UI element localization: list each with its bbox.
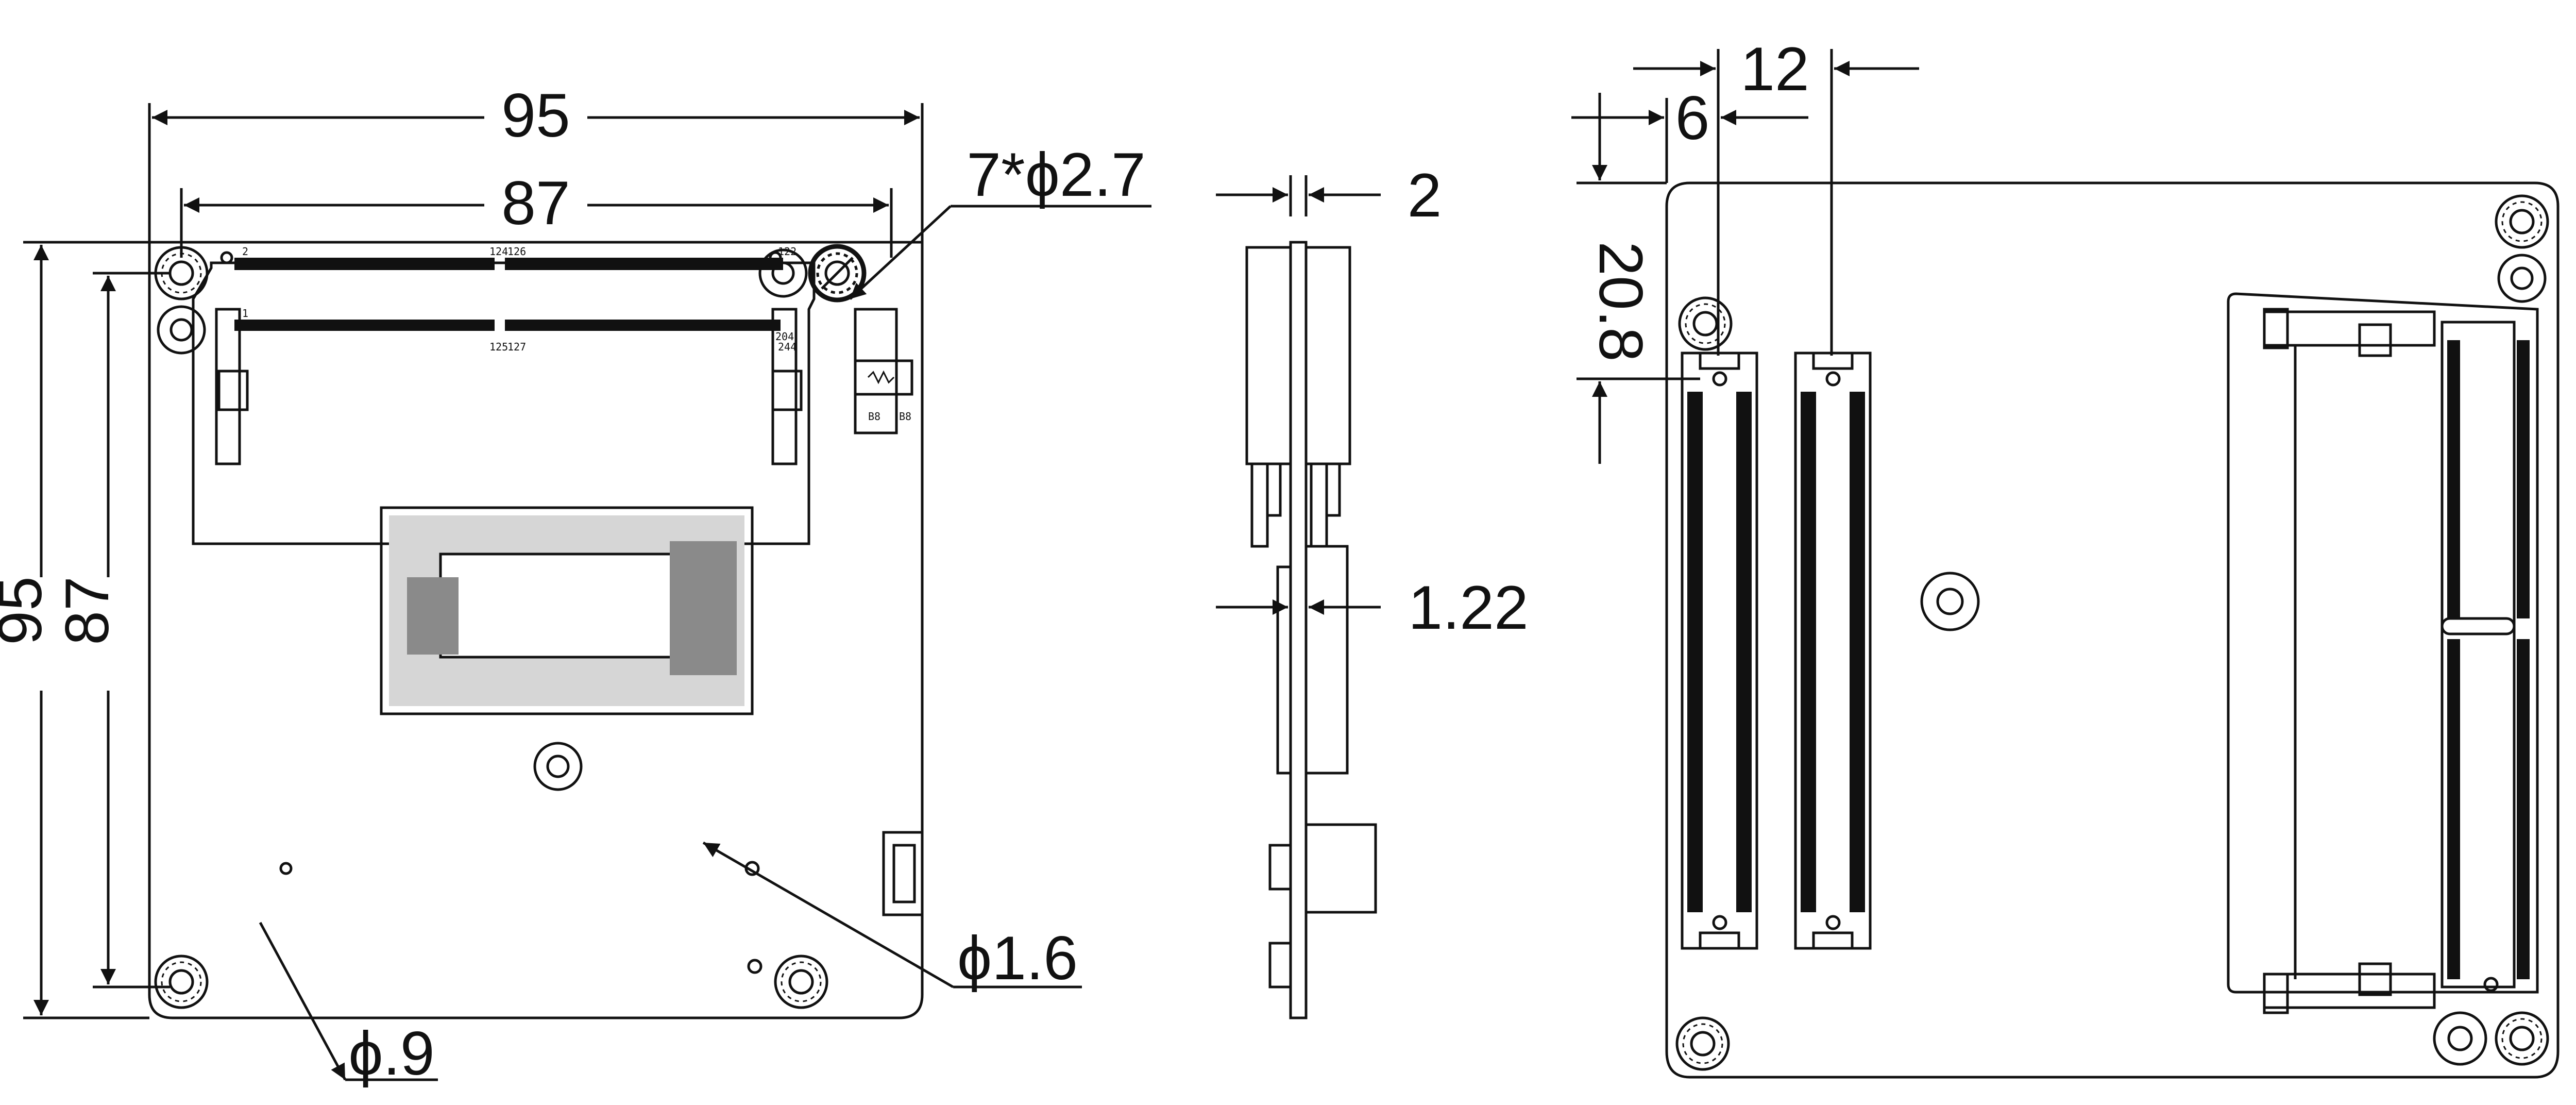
mounting-holes-bottom bbox=[1675, 194, 2549, 1071]
pin-label-127: 127 bbox=[507, 341, 526, 353]
dim-spacing-6-label: 6 bbox=[1675, 83, 1710, 153]
top-view: 95 87 7*ϕ2.7 95 bbox=[0, 81, 1151, 1088]
board-outline-top bbox=[148, 241, 924, 1019]
dim-holes-leader: 7*ϕ2.7 bbox=[849, 140, 1151, 300]
pin-label-204: 204 bbox=[775, 330, 794, 343]
dim-spacing-12-label: 12 bbox=[1740, 35, 1809, 104]
dim-height-95: 95 bbox=[0, 241, 149, 1019]
dim-hole-small-1: ϕ.9 bbox=[259, 922, 438, 1088]
dim-holes-label: 7*ϕ2.7 bbox=[967, 140, 1145, 209]
board-outline-bottom bbox=[1665, 181, 2560, 1079]
pin-label-2: 2 bbox=[242, 245, 248, 258]
pin-label-125: 125 bbox=[489, 341, 508, 353]
dim-thickness-122-label: 1.22 bbox=[1408, 573, 1529, 642]
small-conn-label-b: B8 bbox=[899, 410, 911, 423]
small-connector-top: B8 B8 bbox=[854, 308, 913, 434]
dim-height-87-label: 87 bbox=[53, 576, 122, 645]
dim-thickness-2: 2 bbox=[1216, 161, 1442, 230]
dim-height-87: 87 bbox=[53, 272, 170, 989]
dim-thickness-122: 1.22 bbox=[1216, 573, 1529, 642]
dim-thickness-2-label: 2 bbox=[1408, 161, 1442, 230]
dim-width-95: 95 bbox=[148, 81, 924, 242]
sodimm-socket-bottom bbox=[2227, 292, 2539, 1014]
sodimm-socket-top: 2 1 124 126 122 244 125 127 204 bbox=[192, 245, 816, 545]
dim-hole-small-2-label: ϕ1.6 bbox=[957, 924, 1078, 993]
dim-offset-208-label: 20.8 bbox=[1586, 241, 1655, 362]
dim-width-87-label: 87 bbox=[501, 169, 570, 238]
dim-width-87: 87 bbox=[180, 169, 893, 258]
dim-offset-208: 20.8 bbox=[1577, 93, 1700, 464]
pin-label-122: 122 bbox=[778, 245, 796, 258]
small-conn-label-a: B8 bbox=[868, 410, 880, 423]
pin-label-126: 126 bbox=[507, 245, 526, 258]
dim-width-95-label: 95 bbox=[501, 81, 570, 150]
dim-hole-small-1-label: ϕ.9 bbox=[348, 1019, 434, 1088]
pin-label-244: 244 bbox=[778, 341, 796, 353]
side-connector-top bbox=[882, 831, 924, 916]
board-to-board-connector-2 bbox=[1794, 351, 1872, 950]
dim-hole-small-2: ϕ1.6 bbox=[702, 841, 1082, 993]
bottom-view: 12 6 20.8 bbox=[1571, 35, 2560, 1079]
pin-label-1: 1 bbox=[242, 307, 248, 320]
pin-label-124: 124 bbox=[489, 245, 508, 258]
dim-spacing-6: 6 bbox=[1571, 83, 1808, 183]
side-view: 2 1.22 bbox=[1216, 161, 1529, 1019]
cpu-bga-package bbox=[380, 506, 754, 715]
board-to-board-connector-1 bbox=[1681, 351, 1758, 950]
dim-spacing-12: 12 bbox=[1633, 35, 1919, 356]
dim-height-95-label: 95 bbox=[0, 576, 55, 645]
